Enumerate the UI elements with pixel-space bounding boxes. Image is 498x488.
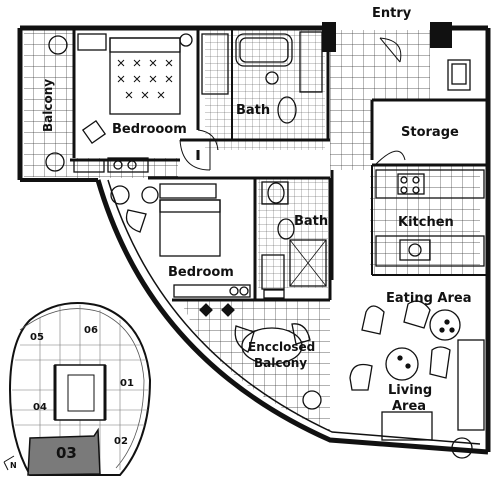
key-unit-06: 06	[84, 325, 98, 336]
tv-unit	[381, 411, 433, 441]
bedroom-door	[179, 139, 211, 171]
dining-living-furniture	[349, 300, 485, 459]
toilet-2	[277, 218, 295, 240]
toilet	[277, 96, 297, 124]
tiled-floors	[24, 30, 480, 430]
label-eating-area: Eating Area	[386, 291, 471, 306]
plant-icon	[48, 35, 68, 55]
label-storage: Storage	[401, 125, 459, 140]
key-unit-03: 03	[56, 444, 77, 462]
label-enclosed-balcony-2: Balcony	[254, 356, 307, 370]
plant-icon	[45, 152, 65, 172]
bedroom2-furniture	[110, 183, 285, 299]
label-bedroom: Bedroom	[168, 265, 234, 280]
label-balcony: Balcony	[41, 79, 55, 132]
chair	[361, 305, 385, 335]
plant-icon	[110, 185, 130, 205]
label-kitchen: Kitchen	[398, 215, 454, 230]
doors	[179, 37, 406, 171]
chair	[403, 300, 431, 329]
storage-floor	[375, 104, 475, 160]
enclosed-balcony-furniture	[199, 303, 322, 410]
kitchen-fixtures	[375, 59, 485, 267]
label-living-2: Area	[392, 399, 426, 414]
sink	[267, 182, 285, 204]
label-bath: Bath	[236, 103, 270, 118]
shower	[289, 239, 327, 287]
kitchen-floor	[370, 165, 480, 275]
dining-table	[429, 309, 461, 341]
north-arrow-icon	[3, 455, 15, 471]
label-entry: Entry	[372, 6, 412, 21]
key-unit-02: 02	[114, 436, 128, 447]
fridge	[447, 59, 471, 91]
bedroom-window-tiles	[70, 158, 178, 178]
bedroom2-floor	[148, 185, 253, 285]
key-unit-05: 05	[30, 332, 44, 343]
entry-floor	[330, 30, 430, 100]
hall-floor	[330, 100, 372, 170]
bath-floor	[205, 30, 325, 150]
label-master-bedroom: Bedrooom	[112, 122, 187, 137]
coffee-table	[385, 347, 419, 381]
bath-fixtures	[201, 31, 327, 290]
balcony-floor	[24, 30, 74, 177]
master-bedroom-floor	[80, 34, 198, 154]
label-bath-2: Bath	[294, 214, 328, 229]
key-plan: 05 06 01 04 02 03 N	[3, 302, 152, 476]
key-plan-highlight	[27, 427, 101, 476]
plant-icon	[451, 437, 473, 459]
master-bedroom-furniture	[45, 33, 193, 173]
room-labels: Entry Balcony Bedrooom Bath Storage Bath…	[41, 6, 471, 414]
label-living-1: Living	[388, 383, 432, 398]
armchair	[349, 363, 373, 391]
balcony-table	[241, 327, 303, 365]
label-enclosed-balcony-1: Encclosed	[248, 340, 315, 354]
north-label: N	[10, 461, 17, 470]
sofa	[457, 339, 485, 431]
plant-icon	[199, 303, 235, 317]
armchair	[429, 346, 451, 379]
key-unit-04: 04	[33, 402, 47, 413]
key-unit-01: 01	[120, 378, 134, 389]
walls	[17, 22, 491, 455]
bathtub	[235, 33, 293, 67]
